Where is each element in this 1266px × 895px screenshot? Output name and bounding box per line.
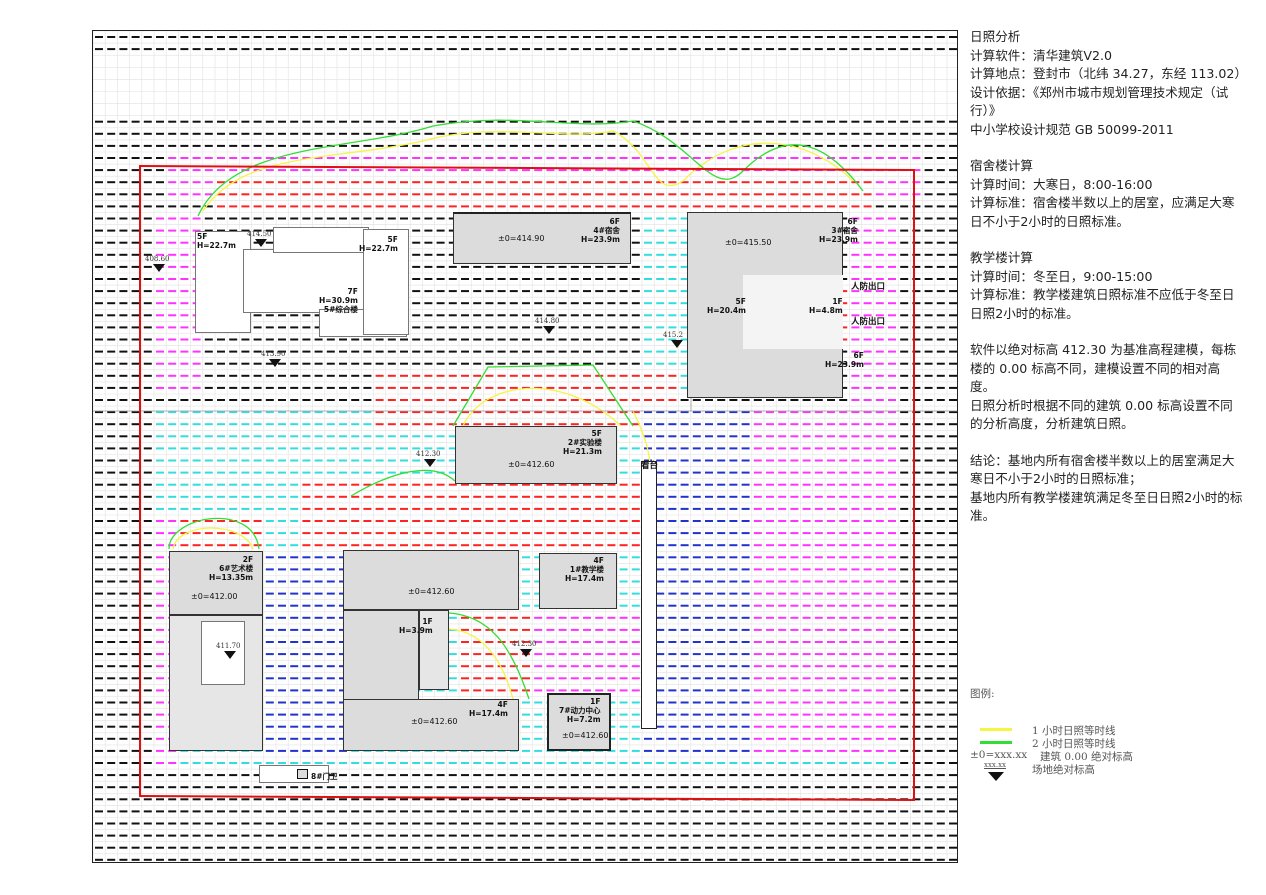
- building-1-teaching: [539, 553, 617, 609]
- civil-defense-exit-2: 人防出口: [851, 317, 886, 327]
- elevation-triangle-icon: [520, 649, 532, 657]
- building-2-elevation: ±0=412.60: [508, 460, 555, 469]
- building-6-elevation: ±0=412.00: [191, 592, 238, 601]
- elevation-triangle-icon: [153, 264, 165, 272]
- teaching-time: 计算时间：冬至日，9:00-15:00: [970, 268, 1153, 284]
- elevation-triangle-icon: [424, 459, 436, 467]
- notes-software: 计算软件：清华建筑V2.0: [970, 47, 1112, 63]
- elevation-triangle-icon: [255, 239, 267, 247]
- building-7-power: [547, 693, 611, 751]
- building-4-dorm: [453, 212, 631, 264]
- building-5-wing-right: [363, 229, 409, 335]
- sunlight-isoline: [202, 130, 854, 212]
- dorm-heading: 宿舍楼计算: [970, 158, 1033, 173]
- legend-item-building-elevation: ±0=xxx.xx 建筑 0.00 绝对标高: [970, 749, 1134, 763]
- main-complex-south: [343, 699, 519, 751]
- legend: 图例: 1 小时日照等时线 2 小时日照等时线 ±0=xxx.xx 建筑 0.0…: [970, 686, 1250, 784]
- main-complex-elevation: ±0=412.60: [408, 587, 455, 596]
- green-line-icon: [980, 741, 1012, 744]
- legend-item-1h-isoline: 1 小时日照等时线: [970, 723, 1250, 737]
- building-3-courtyard: [743, 275, 843, 349]
- analysis-height-note: 日照分析时根据不同的建筑 0.00 标高设置不同的分析高度，分析建筑日照。: [970, 397, 1233, 432]
- conclusion-teaching: 基地内所有教学楼建筑满足冬至日日照2小时的标准。: [970, 489, 1243, 524]
- grandstand: [641, 461, 657, 729]
- grandstand-label: 看台: [641, 461, 659, 471]
- model-note: 软件以绝对标高 412.30 为基准高程建模，每栋楼的 0.00 标高不同，建模…: [970, 342, 1237, 394]
- building-7-elevation: ±0=412.60: [562, 731, 609, 740]
- notes-title: 日照分析: [970, 29, 1021, 44]
- dorm-standard: 计算标准：宿舍楼半数以上的居室，应满足大寒日不小于2小时的日照标准。: [970, 195, 1235, 229]
- building-4-elevation: ±0=414.90: [498, 234, 545, 243]
- building-3-elevation: ±0=415.50: [725, 238, 772, 247]
- main-complex-core: [419, 610, 449, 690]
- sunlight-isoline: [172, 527, 254, 550]
- conclusion-dorm: 结论：基地内所有宿舍楼半数以上的居室满足大寒日不小于2小时的日照标准；: [970, 452, 1235, 487]
- notes-location: 计算地点：登封市（北纬 34.27，东经 113.02）: [970, 66, 1248, 81]
- elevation-triangle-icon: [988, 772, 1004, 781]
- yellow-line-icon: [980, 728, 1012, 731]
- sunlight-isoline: [452, 364, 634, 427]
- sunlight-isoline: [448, 612, 530, 700]
- teaching-standard: 计算标准：教学楼建筑日照标准不应低于冬至日日照2小时的标准。: [970, 287, 1235, 321]
- main-complex-south-elevation: ±0=412.60: [411, 717, 458, 726]
- building-8-gate: [297, 769, 308, 779]
- building-8-gate-area: [259, 765, 329, 783]
- elevation-triangle-icon: [543, 326, 555, 334]
- analysis-notes: 日照分析 计算软件：清华建筑V2.0 计算地点：登封市（北纬 34.27，东经 …: [970, 28, 1248, 526]
- legend-title: 图例:: [970, 688, 995, 700]
- legend-item-2h-isoline: 2 小时日照等时线: [970, 736, 1250, 750]
- teaching-heading: 教学楼计算: [970, 250, 1033, 265]
- civil-defense-exit-1: 人防出口: [851, 282, 886, 292]
- legend-item-site-elevation: xxx.xx 场地绝对标高: [970, 761, 1250, 784]
- sunlight-isoline: [197, 119, 864, 217]
- building-5-north: [273, 227, 369, 253]
- notes-basis-code: 中小学校设计规范 GB 50099-2011: [970, 121, 1174, 137]
- building-6-court: [201, 621, 245, 685]
- elevation-triangle-icon: [224, 651, 236, 659]
- elevation-triangle-icon: [671, 340, 683, 348]
- building-8-label: 8#门卫: [311, 772, 338, 781]
- main-complex-north: [343, 550, 519, 610]
- elevation-triangle-icon: [269, 359, 281, 367]
- building-6-art: [169, 551, 263, 615]
- dorm-time: 计算时间：大寒日，8:00-16:00: [970, 176, 1153, 192]
- sunlight-isoline: [168, 517, 260, 550]
- sunlight-isoline: [448, 628, 514, 700]
- building-2-lab: [455, 426, 617, 484]
- notes-basis: 设计依据：《郑州市城市规划管理技术规定（试行）》: [970, 84, 1229, 119]
- sunlight-isoline: [350, 469, 456, 497]
